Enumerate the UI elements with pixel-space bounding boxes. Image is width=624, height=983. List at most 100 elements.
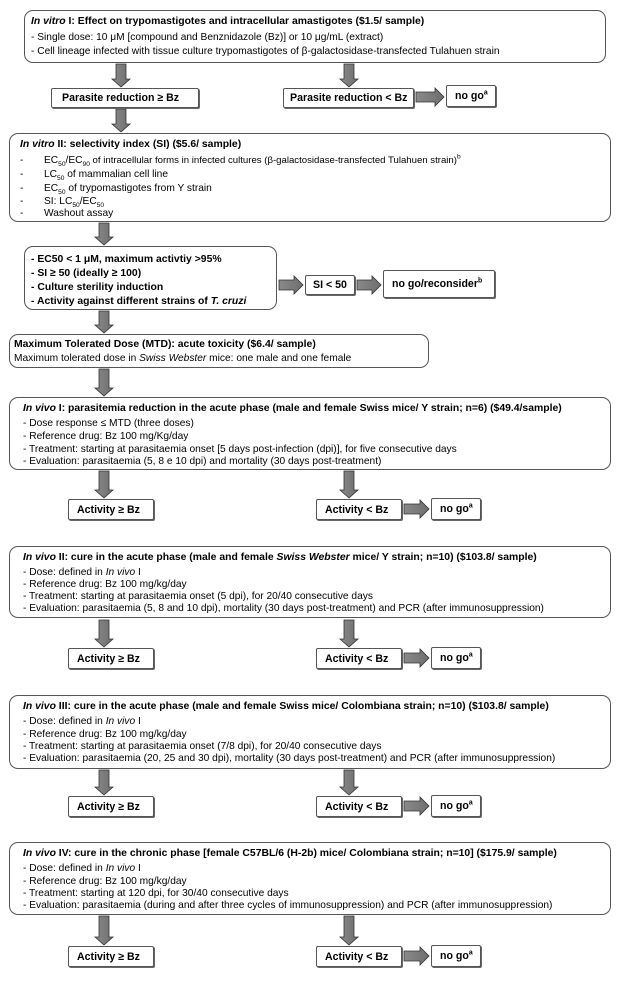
- in-vitro-1-line: - Cell lineage infected with tissue cult…: [31, 46, 500, 57]
- in-vivo-4-title: In vivo IV: cure in the chronic phase [f…: [23, 848, 557, 859]
- no-go-box: no goa: [431, 795, 481, 817]
- in-vivo-3-line: - Reference drug: Bz 100 mg/kg/day: [23, 729, 187, 740]
- pass-label: Activity ≥ Bz: [77, 653, 140, 665]
- down-arrow: [93, 368, 115, 397]
- no-go-box: no goa: [431, 498, 481, 520]
- in-vitro-2-item: EC50/EC90 of intracellular forms in infe…: [44, 153, 461, 169]
- fail-label: Activity < Bz: [325, 504, 389, 516]
- pass-box: Activity ≥ Bz: [68, 946, 154, 967]
- down-arrow: [93, 619, 115, 648]
- no-go-label: no goa: [440, 949, 473, 962]
- right-arrow: [415, 87, 445, 107]
- pass-box: Parasite reduction ≥ Bz: [51, 88, 199, 108]
- criteria-line: - Activity against different strains of …: [31, 296, 247, 307]
- bullet-dash: -: [20, 196, 24, 207]
- in-vitro-1-title: In vitro I: Effect on trypomastigotes an…: [31, 16, 425, 27]
- in-vivo-4-box: In vivo IV: cure in the chronic phase [f…: [9, 842, 611, 915]
- in-vitro-2-item: SI: LC50/EC50: [44, 196, 105, 210]
- pass-box: Activity ≥ Bz: [68, 796, 154, 817]
- fail-label: Activity < Bz: [325, 951, 389, 963]
- si-fail-label: SI < 50: [313, 279, 347, 291]
- in-vitro-1-line: - Single dose: 10 μM [compound and Benzn…: [31, 32, 384, 43]
- down-arrow: [93, 470, 115, 499]
- pass-label: Activity ≥ Bz: [77, 951, 140, 963]
- bullet-dash: -: [20, 155, 24, 166]
- si-fail-box: SI < 50: [305, 275, 355, 295]
- no-go-box: no goa: [446, 85, 496, 107]
- criteria-box: - EC50 < 1 μM, maximum activtiy >95% - S…: [24, 246, 277, 310]
- fail-label: Activity < Bz: [325, 801, 389, 813]
- bullet-dash: -: [20, 169, 24, 180]
- mtd-line: Maximum tolerated dose in Swiss Webster …: [14, 353, 352, 364]
- down-arrow: [93, 222, 115, 246]
- no-go-reconsider-label: no go/reconsiderb: [392, 277, 483, 290]
- no-go-box: no goa: [431, 945, 481, 967]
- pass-label: Parasite reduction ≥ Bz: [62, 92, 180, 104]
- right-arrow: [403, 648, 430, 668]
- in-vivo-4-line: - Treatment: starting at 120 dpi, for 30…: [23, 888, 289, 899]
- no-go-label: no goa: [440, 651, 473, 664]
- in-vivo-2-title: In vivo II: cure in the acute phase (mal…: [23, 552, 537, 563]
- in-vivo-2-line: - Evaluation: parasitaemia (5, 8 and 10 …: [23, 603, 544, 614]
- fail-box: Activity < Bz: [316, 946, 402, 967]
- down-arrow: [93, 769, 115, 796]
- down-arrow: [110, 63, 132, 88]
- in-vivo-4-line: - Evaluation: parasitaemia (during and a…: [23, 900, 553, 911]
- in-vitro-1-box: In vitro I: Effect on trypomastigotes an…: [24, 10, 606, 63]
- in-vivo-3-line: - Treatment: starting at parasitaemia on…: [23, 741, 382, 752]
- no-go-reconsider-box: no go/reconsiderb: [383, 270, 495, 298]
- down-arrow: [93, 310, 115, 334]
- down-arrow: [93, 915, 115, 946]
- in-vivo-2-box: In vivo II: cure in the acute phase (mal…: [9, 546, 611, 618]
- in-vivo-1-line: - Dose response ≤ MTD (three doses): [23, 418, 194, 429]
- no-go-box: no goa: [431, 647, 481, 669]
- in-vitro-2-item: LC50 of mammalian cell line: [44, 169, 169, 183]
- mtd-box: Maximum Tolerated Dose (MTD): acute toxi…: [9, 334, 429, 368]
- fail-box: Activity < Bz: [316, 648, 402, 669]
- in-vitro-2-item: EC50 of trypomastigotes from Y strain: [44, 183, 212, 197]
- in-vivo-2-line: - Dose: defined in In vivo I: [23, 567, 141, 578]
- in-vivo-2-line: - Treatment: starting at parasitaemia on…: [23, 591, 373, 602]
- bullet-dash: -: [20, 208, 24, 219]
- in-vivo-3-title: In vivo III: cure in the acute phase (ma…: [23, 701, 549, 712]
- right-arrow: [403, 499, 430, 519]
- down-arrow: [338, 63, 360, 88]
- down-arrow: [338, 769, 360, 796]
- right-arrow: [278, 275, 304, 295]
- fail-box: Activity < Bz: [316, 499, 402, 520]
- criteria-line: - Culture sterility induction: [31, 282, 164, 293]
- down-arrow: [338, 619, 360, 648]
- in-vivo-4-line: - Reference drug: Bz 100 mg/kg/day: [23, 876, 187, 887]
- bullet-dash: -: [20, 183, 24, 194]
- right-arrow: [403, 796, 430, 816]
- in-vivo-1-box: In vivo I: parasitemia reduction in the …: [9, 397, 611, 470]
- right-arrow: [403, 946, 430, 966]
- pass-box: Activity ≥ Bz: [68, 499, 154, 520]
- fail-label: Parasite reduction < Bz: [290, 92, 408, 104]
- fail-label: Activity < Bz: [325, 653, 389, 665]
- in-vivo-3-line: - Dose: defined in In vivo I: [23, 716, 141, 727]
- fail-box: Parasite reduction < Bz: [283, 88, 414, 108]
- in-vitro-2-item: Washout assay: [44, 208, 114, 219]
- pass-label: Activity ≥ Bz: [77, 801, 140, 813]
- in-vivo-4-line: - Dose: defined in In vivo I: [23, 863, 141, 874]
- in-vitro-2-title: In vitro II: selectivity index (SI) ($5.…: [20, 139, 242, 150]
- in-vivo-1-line: - Treatment: starting at parasitaemia on…: [23, 444, 457, 455]
- pass-box: Activity ≥ Bz: [68, 648, 154, 669]
- mtd-title: Maximum Tolerated Dose (MTD): acute toxi…: [14, 339, 316, 350]
- in-vivo-1-line: - Reference drug: Bz 100 mg/Kg/day: [23, 431, 189, 442]
- in-vitro-2-box: In vitro II: selectivity index (SI) ($5.…: [9, 133, 611, 222]
- down-arrow: [338, 470, 360, 499]
- no-go-label: no goa: [440, 799, 473, 812]
- no-go-label: no goa: [440, 502, 473, 515]
- fail-box: Activity < Bz: [316, 796, 402, 817]
- down-arrow: [338, 915, 360, 946]
- right-arrow: [356, 275, 382, 295]
- in-vivo-2-line: - Reference drug: Bz 100 mg/kg/day: [23, 579, 187, 590]
- in-vivo-3-box: In vivo III: cure in the acute phase (ma…: [9, 695, 611, 769]
- criteria-line: - SI ≥ 50 (ideally ≥ 100): [31, 268, 142, 279]
- no-go-label: no goa: [455, 89, 488, 102]
- in-vivo-1-line: - Evaluation: parasitaemia (5, 8 e 10 dp…: [23, 456, 382, 467]
- pass-label: Activity ≥ Bz: [77, 504, 140, 516]
